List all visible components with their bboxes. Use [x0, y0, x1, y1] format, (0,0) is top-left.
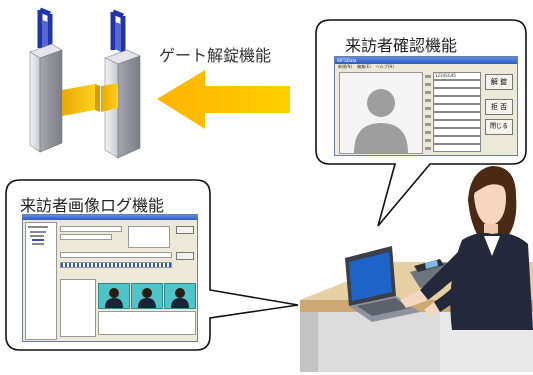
text-field[interactable]	[433, 104, 481, 112]
visitor-confirm-window: WF5iData 新規(N) 編集(E) ヘルプ(H) 1234SG45 解 錠…	[334, 56, 518, 156]
receptionist-woman	[400, 166, 533, 330]
text-field[interactable]	[433, 88, 481, 96]
log-thumbnail-area	[58, 277, 196, 339]
text-field[interactable]	[433, 80, 481, 88]
field-row	[425, 120, 481, 128]
visitor-log-window	[22, 214, 198, 342]
text-field[interactable]	[433, 144, 481, 152]
visitor-thumbnail[interactable]	[164, 283, 196, 309]
text-field[interactable]	[433, 96, 481, 104]
window-title: WF5iData	[337, 58, 357, 63]
text-field[interactable]	[433, 112, 481, 120]
field-row	[425, 80, 481, 88]
text-field[interactable]	[433, 128, 481, 136]
visitor-thumbnail[interactable]	[131, 283, 163, 309]
field-row	[425, 144, 481, 152]
visitor-confirm-title: 来訪者確認機能	[345, 36, 458, 55]
menu-item-help[interactable]: ヘルプ(H)	[375, 64, 394, 69]
visitor-photo-panel	[339, 72, 423, 154]
gate-flap-icon	[62, 83, 118, 116]
text-field[interactable]	[433, 120, 481, 128]
field-row: 1234SG45	[425, 72, 481, 80]
unlock-button[interactable]: 解 錠	[485, 74, 513, 90]
window-titlebar: WF5iData	[335, 57, 517, 64]
window-menubar: 新規(N) 編集(E) ヘルプ(H)	[335, 64, 517, 70]
field-row	[425, 104, 481, 112]
visitor-id-field[interactable]: 1234SG45	[433, 72, 481, 80]
log-form-area	[58, 222, 196, 274]
gate-left-icon	[29, 7, 63, 153]
field-row	[425, 112, 481, 120]
arrow-left-icon	[157, 70, 290, 129]
menu-item-new[interactable]: 新規(N)	[338, 64, 353, 69]
field-row	[425, 96, 481, 104]
log-tree-pane	[25, 222, 57, 340]
field-row	[425, 128, 481, 136]
close-button[interactable]: 閉じる	[485, 119, 513, 135]
person-silhouette-icon	[354, 89, 408, 153]
field-row	[425, 136, 481, 144]
window-titlebar	[23, 215, 197, 220]
visitor-fields: 1234SG45	[425, 72, 481, 152]
field-row	[425, 88, 481, 96]
menu-item-edit[interactable]: 編集(E)	[357, 64, 371, 69]
reject-button[interactable]: 拒 否	[485, 99, 513, 115]
laptop-icon	[345, 246, 420, 322]
gate-function-label: ゲート解錠機能	[159, 46, 272, 65]
visitor-thumbnail[interactable]	[98, 283, 130, 309]
text-field[interactable]	[433, 136, 481, 144]
visitor-log-title: 来訪者画像ログ機能	[20, 196, 165, 215]
